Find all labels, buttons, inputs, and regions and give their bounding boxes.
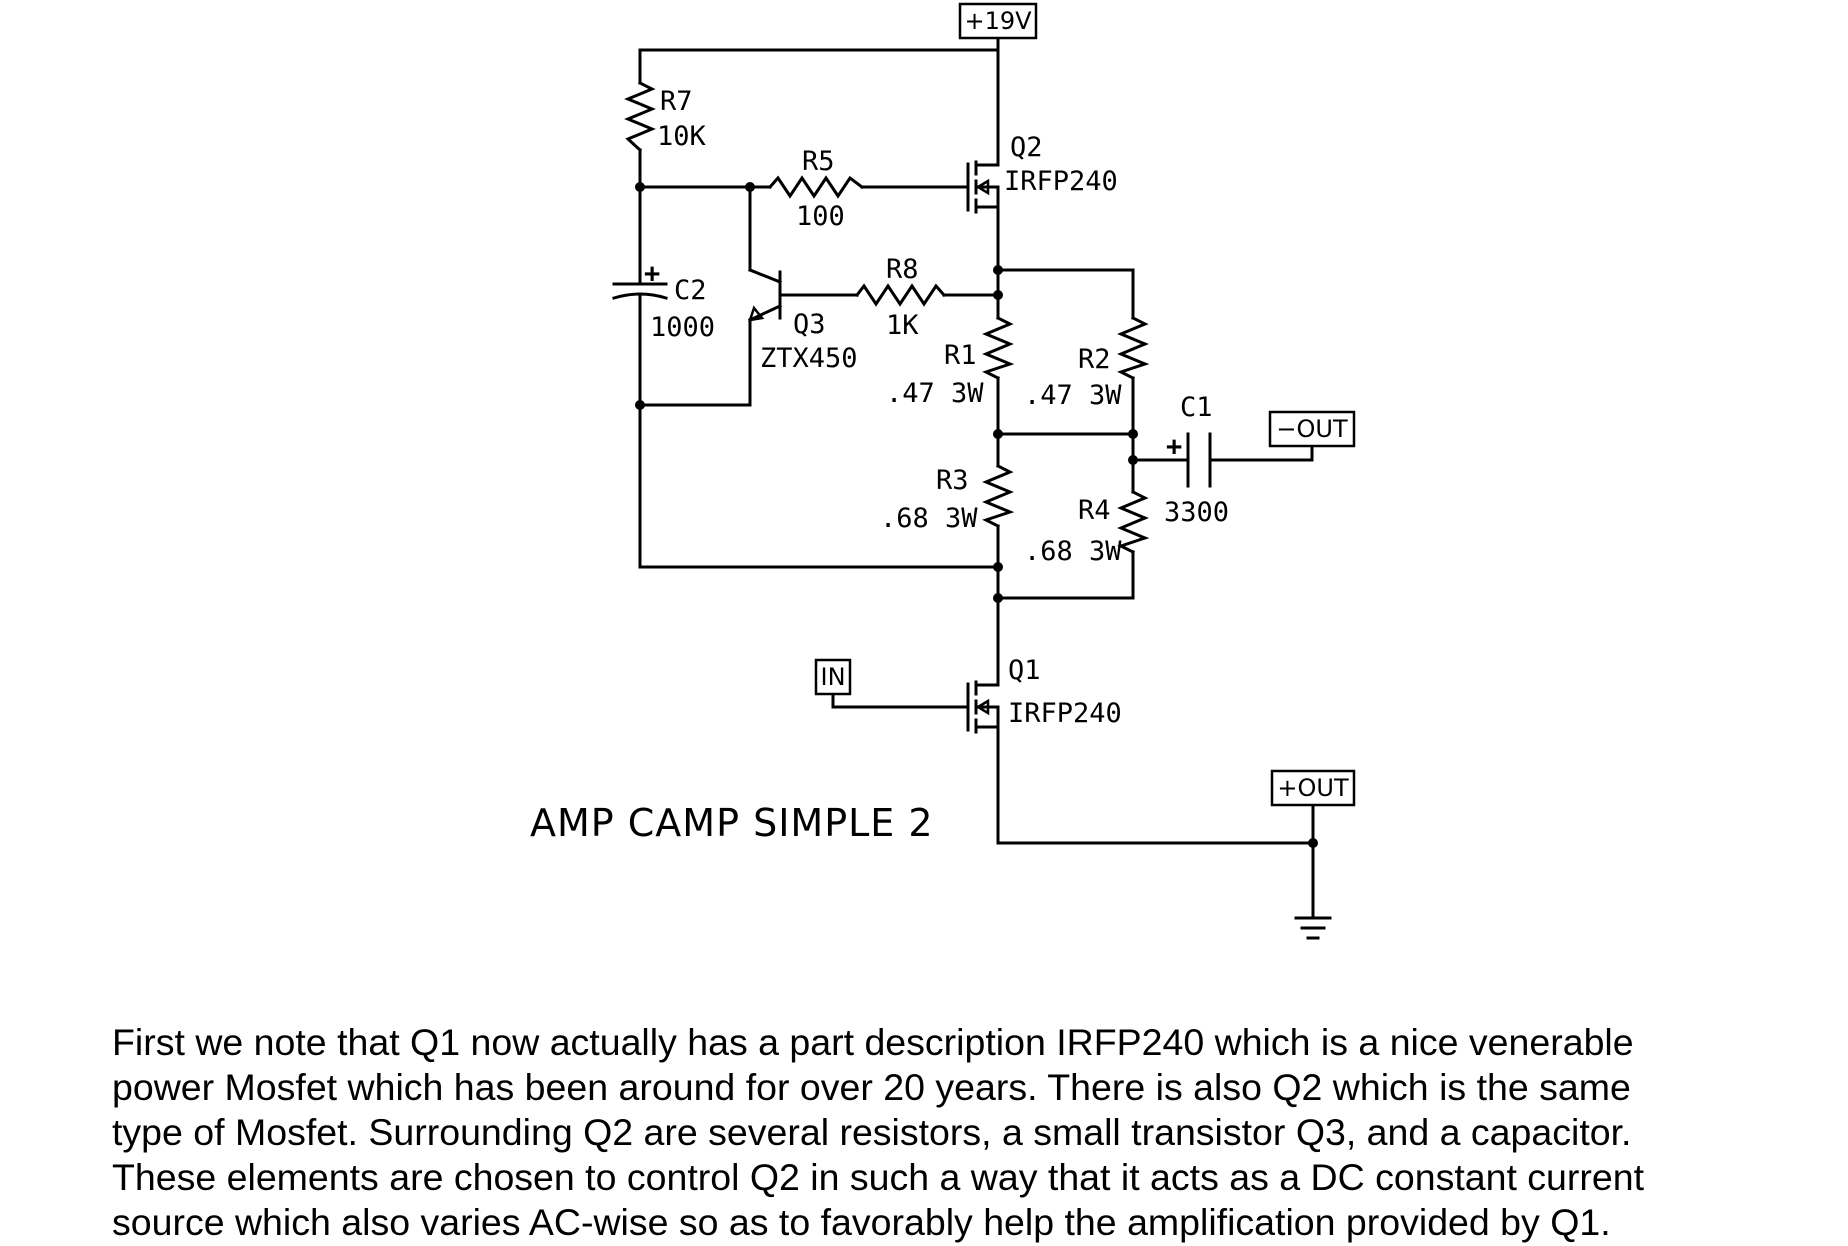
caption-line: source which also varies AC-wise so as t… [112,1201,1611,1243]
in-port-box [814,658,852,696]
c2-capacitor [612,270,668,308]
r2-value: .47 3W [1024,380,1122,411]
r7-resistor [624,80,656,153]
r5-value: 100 [796,201,845,232]
out-minus-port: −OUT [1276,415,1348,443]
out-minus-port-box [1268,410,1356,448]
q1-ref: Q1 [1008,655,1041,686]
r3-ref: R3 [936,465,969,496]
r8-ref: R8 [886,254,919,285]
caption-paragraph: First we note that Q1 now actually has a… [112,1020,1812,1245]
c2-polarity: + [644,258,660,289]
q3-value: ZTX450 [760,343,858,374]
r2-ref: R2 [1078,344,1111,375]
vplus-port: +19V [964,7,1032,35]
vplus-port-box [958,2,1038,40]
r7-ref: R7 [660,86,693,117]
caption-line: First we note that Q1 now actually has a… [112,1021,1634,1063]
q3-transistor [748,268,782,322]
r3-resistor [982,463,1015,529]
r1-value: .47 3W [886,378,984,409]
c2-ref: C2 [674,275,707,306]
amp-schematic: + + [530,2,1356,940]
in-port: IN [820,663,845,691]
q3-ref: Q3 [793,309,826,340]
ground-symbol [1294,916,1332,940]
c1-ref: C1 [1180,392,1213,423]
out-plus-port-box [1270,769,1356,807]
c1-value: 3300 [1164,497,1229,528]
out-plus-port: +OUT [1277,774,1349,802]
r2-resistor [1117,315,1150,381]
r4-resistor [1117,489,1150,555]
q2-ref: Q2 [1010,132,1043,163]
r8-value: 1K [886,310,919,341]
r7-value: 10K [657,121,707,152]
r4-ref: R4 [1078,495,1111,526]
r3-value: .68 3W [880,503,978,534]
caption-line: type of Mosfet. Surrounding Q2 are sever… [112,1111,1632,1153]
r4-value: .68 3W [1024,536,1122,567]
r8-resistor [854,283,947,307]
r1-ref: R1 [944,340,977,371]
caption-line: These elements are chosen to control Q2 … [112,1156,1645,1198]
diagram-title: AMP CAMP SIMPLE 2 [530,801,934,845]
r5-ref: R5 [802,146,835,177]
q2-value: IRFP240 [1004,166,1118,197]
c2-value: 1000 [650,312,715,343]
q2-mosfet [966,160,1000,214]
q1-value: IRFP240 [1008,698,1122,729]
junctions [635,182,1318,848]
r1-resistor [982,315,1015,381]
caption-line: power Mosfet which has been around for o… [112,1066,1631,1108]
q1-mosfet [966,670,1000,734]
c1-polarity: + [1166,431,1182,462]
r5-resistor [767,175,865,199]
c1-capacitor [1186,432,1212,488]
